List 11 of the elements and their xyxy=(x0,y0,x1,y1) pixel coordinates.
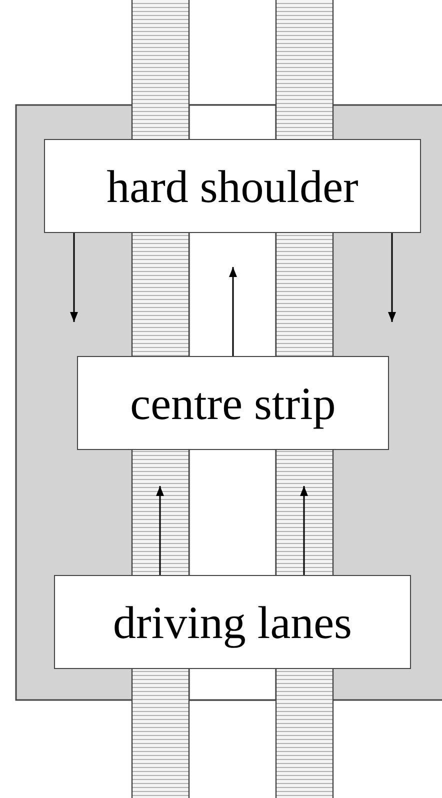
arrow xyxy=(156,486,164,575)
node-label: hard shoulder xyxy=(106,160,358,212)
arrow xyxy=(229,267,237,356)
node-label: centre strip xyxy=(130,376,336,430)
node-label: driving lanes xyxy=(113,596,352,648)
label-box xyxy=(54,575,411,669)
label-box xyxy=(44,139,421,233)
arrow xyxy=(70,233,78,322)
label-box xyxy=(77,356,389,450)
arrow xyxy=(300,486,308,575)
arrow xyxy=(388,233,396,322)
